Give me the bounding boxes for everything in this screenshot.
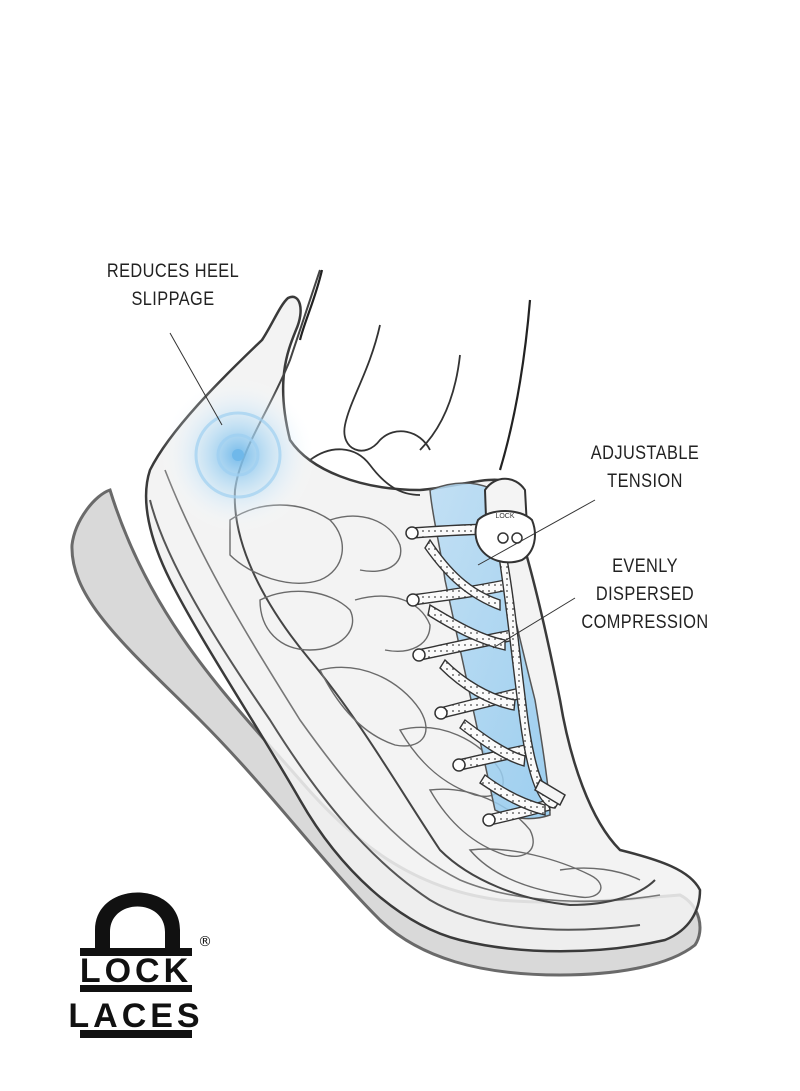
lock-device: LOCK bbox=[474, 477, 536, 564]
callout-heel-line-2: SLIPPAGE bbox=[131, 289, 215, 310]
ankle-joint bbox=[309, 448, 421, 496]
lace-aglet bbox=[534, 778, 566, 807]
midsole-line bbox=[164, 469, 661, 903]
lock-device-text: LOCK bbox=[495, 513, 514, 520]
callout-compression-line-2: DISPERSED bbox=[595, 584, 695, 605]
callout-adjustable-tension: ADJUSTABLE TENSION bbox=[572, 440, 718, 496]
ankle-bone bbox=[343, 324, 431, 452]
logo-word-top: LOCK bbox=[80, 952, 192, 990]
leader-line-tension bbox=[477, 499, 596, 566]
callout-compression-line-1: EVENLY bbox=[612, 556, 678, 577]
leader-line-compression bbox=[492, 597, 576, 649]
leg-front-line bbox=[498, 299, 532, 471]
callout-tension-line-1: ADJUSTABLE bbox=[590, 443, 700, 464]
lace-eyelets bbox=[405, 526, 496, 827]
inner-sole-line bbox=[149, 499, 641, 931]
leader-line-heel bbox=[169, 332, 223, 426]
lock-laces-logo: LOCK LACES ® bbox=[68, 892, 212, 1038]
callout-compression-line-3: COMPRESSION bbox=[581, 612, 709, 633]
ankle-bone-2 bbox=[419, 354, 461, 451]
heel-ring-inner bbox=[216, 433, 260, 477]
foot-outline bbox=[233, 269, 656, 907]
leg-back-line bbox=[298, 269, 324, 341]
logo-word-bottom: LACES bbox=[68, 997, 203, 1035]
heel-ring-outer bbox=[194, 411, 282, 499]
callout-dispersed-compression: EVENLY DISPERSED COMPRESSION bbox=[559, 553, 731, 637]
registered-mark: ® bbox=[198, 934, 212, 950]
heel-dot bbox=[232, 449, 244, 461]
callout-tension-line-2: TENSION bbox=[607, 471, 683, 492]
laces bbox=[411, 523, 562, 826]
callout-heel-line-1: REDUCES HEEL bbox=[106, 261, 240, 282]
callout-heel-slippage: REDUCES HEEL SLIPPAGE bbox=[100, 258, 246, 314]
